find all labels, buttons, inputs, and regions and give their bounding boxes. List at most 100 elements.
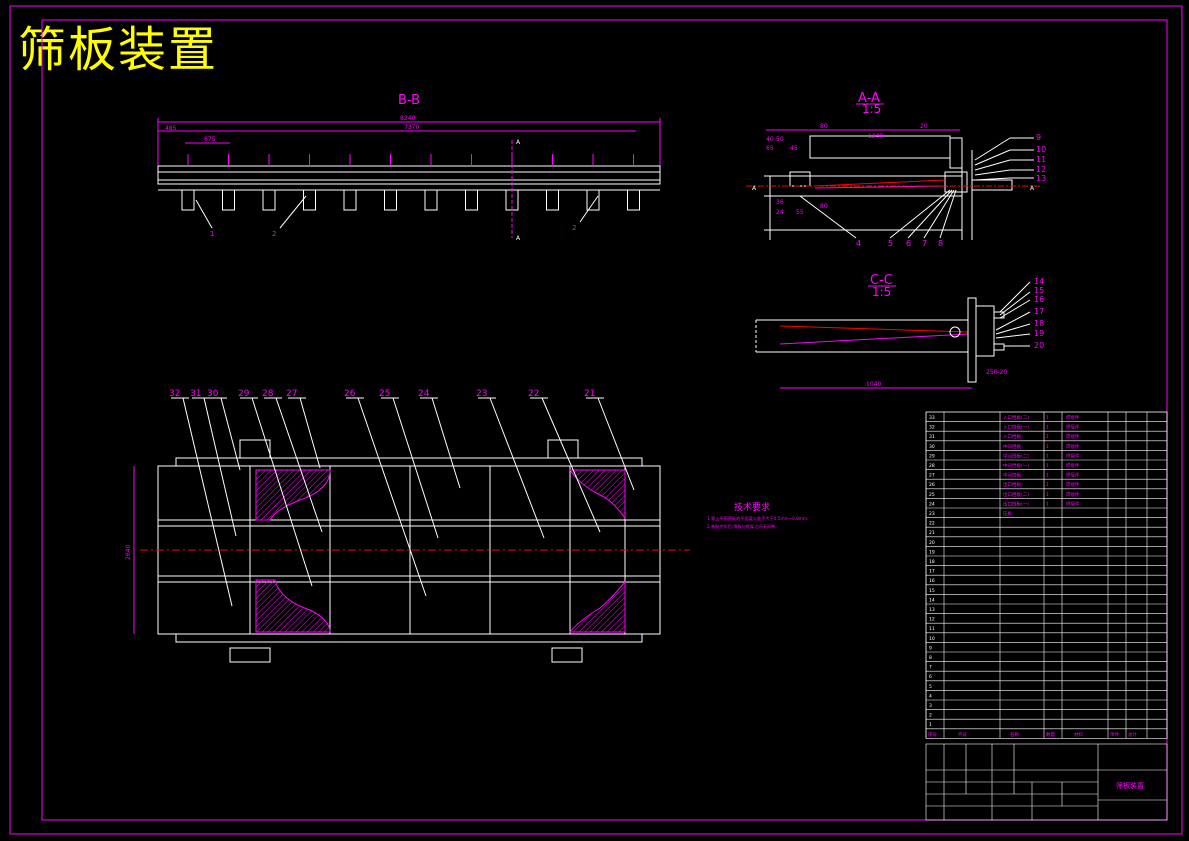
view-cc: C-C 1:5 1040 250-20 14 15 16 17 18 19 20 [755,273,1044,389]
parts-header-cell: 材料 [1074,731,1083,738]
plan-leader [392,397,439,539]
svg-text:13: 13 [1036,174,1046,183]
parts-header-cell: 数量 [1046,731,1055,738]
parts-header-cell: 名称 [1010,731,1019,738]
svg-text:8: 8 [938,239,943,248]
parts-cell: 焊接件 [1066,414,1080,421]
parts-cell: 压板 [1003,510,1012,517]
plan-leader [357,397,427,597]
parts-cell: 1 [1046,415,1049,421]
bb-foot [384,189,397,211]
svg-text:1240: 1240 [868,133,883,140]
plan-callout: 29 [238,389,250,399]
parts-cell: 焊接件 [1066,481,1080,488]
svg-text:A: A [516,235,521,242]
svg-text:4: 4 [856,239,861,248]
parts-cell: 16 [929,578,935,584]
view-cc-label: C-C [870,273,893,288]
svg-text:5: 5 [888,239,893,248]
bb-foot [181,189,195,211]
parts-cell: 8 [929,655,932,661]
parts-cell: 焊接件 [1066,491,1080,498]
parts-cell: 26 [929,482,935,488]
plan-callout: 30 [207,389,219,399]
parts-cell: 17 [929,569,935,575]
plan-callout: 31 [190,389,201,399]
plan-callout: 24 [418,389,430,399]
bb-foot [222,189,235,211]
svg-text:36: 36 [776,199,784,206]
plan-leader [597,397,635,491]
parts-cell: 1 [1046,425,1049,431]
bb-foot [262,189,276,211]
parts-header-cell: 序号 [928,731,937,738]
svg-text:A: A [752,185,757,192]
parts-cell: 6 [929,674,932,680]
svg-text:12: 12 [1036,165,1046,174]
parts-cell: 33 [929,415,935,421]
svg-text:19: 19 [1034,329,1044,338]
parts-cell: 入口挡板(二) [1003,414,1029,421]
view-aa-scale: 1:5 [862,102,881,116]
bb-foot [627,189,640,211]
parts-cell: 22 [929,521,935,527]
svg-text:9: 9 [1036,133,1041,142]
parts-cell: 30 [929,444,935,450]
parts-cell: 29 [929,453,935,459]
parts-cell: 14 [929,597,935,603]
svg-text:65: 65 [766,145,774,152]
parts-cell: 焊接件 [1066,452,1080,459]
parts-cell: 1 [1046,453,1049,459]
plan-callout: 23 [476,389,487,399]
parts-cell: 24 [929,501,935,507]
parts-cell: 18 [929,559,935,565]
svg-text:45: 45 [790,145,798,152]
parts-cell: 32 [929,425,935,431]
plan-callout: 26 [344,389,356,399]
view-aa: A-A 1:5 80 50 40 1240 20 65 45 36 24 55 … [746,91,1046,248]
parts-cell: 15 [929,588,935,594]
plan-leader [182,397,233,607]
parts-cell: 1 [1046,473,1049,479]
bb-foot [465,189,478,211]
svg-text:7370: 7370 [404,124,419,131]
svg-text:2640: 2640 [125,545,132,560]
parts-cell: 12 [929,617,935,623]
tech-req-line-2: 2.装配完毕后,筛板与框架之间无间隙。 [707,523,779,530]
svg-text:16: 16 [1034,295,1044,304]
svg-text:250-20: 250-20 [986,369,1007,376]
parts-cell: 焊接件 [1066,472,1080,479]
plan-callout: 32 [169,389,180,399]
parts-cell: 中间挡板(一) [1003,462,1029,469]
svg-text:50: 50 [776,136,784,143]
tech-requirements: 技术要求 1.筛上平面筛板的平面度公差不大于0.5mm~0.8mm; 2.装配完… [707,501,808,530]
plan-leader [299,397,321,469]
parts-cell: 25 [929,492,935,498]
title-block: 筛板装置 [925,743,1168,821]
parts-cell: 焊接件 [1066,462,1080,469]
parts-cell: 入口挡板 [1003,433,1021,440]
plan-leader [251,397,313,587]
svg-text:8240: 8240 [400,115,415,122]
bb-foot [343,189,357,211]
parts-cell: 10 [929,636,935,642]
plan-leader [431,397,461,489]
svg-text:6: 6 [906,239,911,248]
outer-frame [9,5,1183,835]
plan-callout: 27 [286,389,297,399]
view-bb-label: B-B [398,93,420,108]
parts-cell: 9 [929,645,932,651]
plan-leader [220,397,241,471]
parts-cell: 焊接件 [1066,433,1080,440]
svg-text:18: 18 [1034,319,1044,328]
parts-cell: 中间挡板 [1003,443,1021,450]
parts-cell: 21 [929,530,935,536]
parts-cell: 20 [929,540,935,546]
parts-cell: 13 [929,607,935,613]
svg-text:17: 17 [1034,307,1044,316]
svg-text:80: 80 [820,203,828,210]
parts-cell: 出口挡板 [1003,481,1021,488]
parts-cell: 1 [1046,501,1049,507]
plan-callout: 21 [584,389,595,399]
